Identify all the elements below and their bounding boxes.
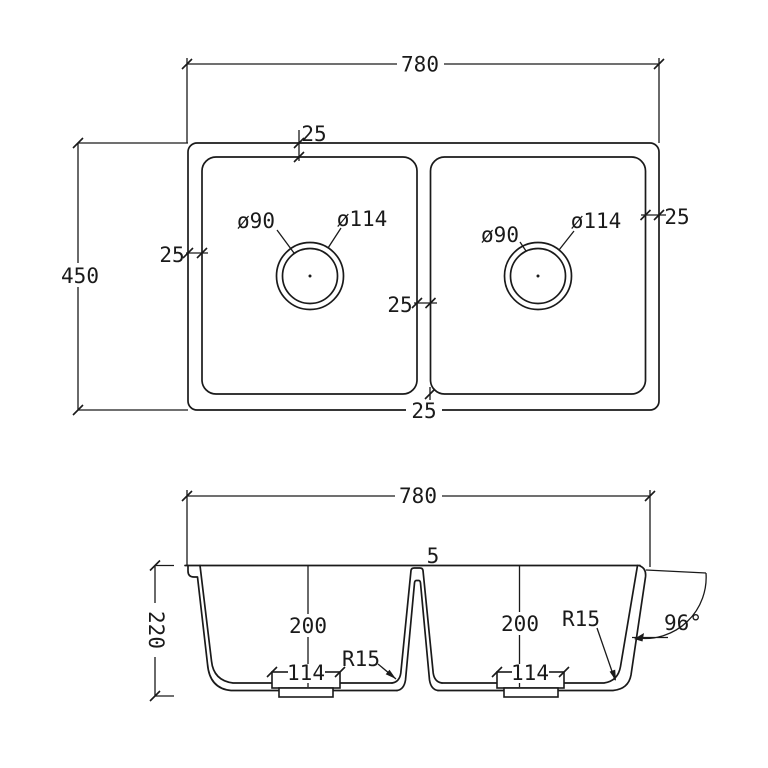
plan-rim-right-dim-ticks [639,209,665,221]
plan-right-drain-outer-circle [503,241,573,311]
plan-rim-top-dim-ticks [293,137,305,163]
plan-depth-label: 450 [61,264,99,288]
plan-width-label: 780 [401,53,439,77]
section-right-wall-outer [437,565,647,692]
plan-left-drain-outer-label: ø114 [337,207,388,231]
section-left-drain-label-mask [288,664,325,683]
plan-width-label-mask [397,53,444,75]
section-right-radius-arrowhead [609,669,616,681]
plan-left-drain-outer-leader [327,227,342,249]
section-view: 780 220 200 200 114 [144,484,707,702]
plan-right-bowl [429,156,647,395]
plan-rim-right-label: 25 [664,205,689,229]
section-left-drain-label: 114 [287,661,325,685]
section-left-depth-label-mask [288,614,328,637]
section-left-radius-arrowhead [385,669,396,679]
plan-left-drain-outer-circle [275,241,345,311]
section-divider-outer-surface [391,567,443,684]
section-right-drain-label: 114 [511,661,549,685]
section-width-label: 780 [399,484,437,508]
section-wall-angle-label: 96° [664,611,702,635]
section-width-label-mask [395,485,442,507]
section-left-drain-boss-lower [278,687,334,698]
section-height-label-mask [145,603,166,657]
plan-right-drain-center-dot [536,274,540,278]
plan-rim-left-label: 25 [159,243,184,267]
plan-right-drain-inner-circle [509,247,567,305]
section-left-radius-label: R15 [342,647,380,671]
plan-depth-label-mask [57,263,103,287]
section-right-drain-label-mask [512,664,549,683]
section-divider-inner-surface [396,579,439,692]
section-left-wall-inner [199,564,393,684]
section-right-depth-label: 200 [501,612,539,636]
plan-right-drain-outer-label: ø114 [571,209,622,233]
section-divider-top-label: 5 [427,544,440,568]
section-right-drain-boss-lower [503,687,559,698]
plan-left-bowl [201,156,418,395]
plan-width-dim-ticks [181,58,665,70]
plan-rim-bottom-label: 25 [411,399,436,423]
plan-rim-left-dim-ticks [182,247,208,259]
section-height-label: 220 [144,611,168,649]
plan-depth-dim-ticks [72,137,84,416]
plan-divider-label: 25 [387,293,412,317]
plan-left-drain-inner-label: ø90 [237,209,275,233]
section-wall-angle-arrowhead [634,633,644,642]
plan-rim-top-label: 25 [301,122,326,146]
plan-view: 780 450 25 25 25 25 25 ø90 ø114 [57,53,690,423]
section-right-radius-label: R15 [562,607,600,631]
section-left-wall-outer [187,564,398,692]
plan-divider-dim-ticks [411,297,437,309]
plan-outer-rim [187,142,660,411]
plan-rim-bottom-label-mask [406,400,442,421]
section-left-depth-label: 200 [289,614,327,638]
plan-right-drain-inner-leader [519,241,527,252]
plan-right-drain-inner-label: ø90 [481,223,519,247]
section-left-drain-dim-ticks [266,666,346,678]
plan-right-drain-outer-leader [558,230,575,251]
plan-left-drain-inner-leader [276,229,295,254]
section-width-dim-ticks [181,490,656,502]
section-height-dim-ticks [149,559,161,702]
section-right-drain-dim-ticks [491,666,570,678]
plan-left-drain-inner-circle [281,247,339,305]
section-right-depth-label-mask [500,612,540,635]
plan-left-drain-center-dot [308,274,312,278]
